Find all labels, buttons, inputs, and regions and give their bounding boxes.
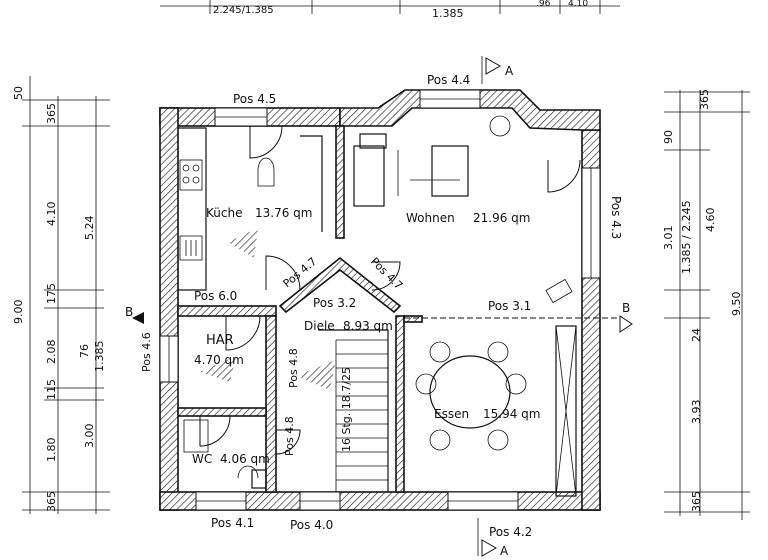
pos-label-60: Pos 6.0: [194, 289, 237, 303]
right-dim-inner-2: 3.01: [662, 226, 675, 251]
left-dim-mid-0: 5.24: [83, 216, 96, 241]
room-diele-area: 8.93 qm: [343, 319, 393, 333]
pos-label-46: Pos 4.6: [140, 332, 153, 372]
doors: [199, 125, 581, 455]
top-dim-1: 1.385: [432, 7, 464, 20]
left-dim-mid-2: 1.385: [93, 341, 106, 373]
interior-walls: [177, 125, 423, 493]
room-wohnen-area: 21.96 qm: [473, 211, 530, 225]
room-kueche-area: 13.76 qm: [255, 206, 312, 220]
room-har-area: 4.70 qm: [194, 353, 244, 367]
left-dim-outer-7: 365: [45, 491, 58, 512]
right-dimensions: 365 90 3.01 24 3.93 365 1.385 / 2.245 4.…: [662, 89, 750, 520]
left-dim-outer-0: 50: [12, 86, 25, 100]
har-hatch: [200, 356, 236, 382]
pos-label-48a: Pos 4.8: [287, 348, 300, 388]
left-dim-mid-1: 76: [78, 344, 91, 358]
room-wc-area: 4.06 qm: [220, 452, 270, 466]
pos-label-45: Pos 4.5: [233, 92, 276, 106]
left-dim-outer-1: 365: [45, 103, 58, 124]
right-dim-total: 9.50: [730, 292, 743, 317]
room-essen-name: Essen: [434, 407, 469, 421]
section-line-b: [132, 312, 633, 333]
right-dim-mid-0: 1.385 / 2.245: [680, 200, 693, 274]
left-dim-outer-4: 2.08: [45, 340, 58, 365]
staircase: [318, 329, 389, 492]
top-dim-2: .96: [536, 0, 551, 9]
left-dim-mid-3: 3.00: [83, 424, 96, 449]
left-dim-outer-5: 115: [45, 379, 58, 400]
section-a-top: A: [505, 64, 514, 78]
stairs-label: 16 Stg. 18.7/25: [340, 367, 353, 452]
dining-table: [415, 325, 577, 497]
left-dim-total: 9.00: [12, 300, 25, 325]
left-dim-outer-6: 1.80: [45, 438, 58, 463]
pos-label-40: Pos 4.0: [290, 518, 333, 532]
top-dimension-line: 2.245/1.385 1.385 .96 4.10: [160, 0, 620, 20]
section-b-left: B: [125, 305, 133, 319]
room-kueche-name: Küche: [206, 206, 242, 220]
pos-label-31: Pos 3.1: [488, 299, 531, 313]
room-essen-area: 15.94 qm: [483, 407, 540, 421]
left-dimensions: 50 365 4.10 175 2.08 115 1.80 365 5.24 7…: [12, 76, 110, 514]
right-dim-inner-5: 365: [690, 491, 703, 512]
left-dim-outer-2: 4.10: [45, 202, 58, 227]
pos-label-43: Pos 4.3: [609, 196, 623, 239]
right-dim-inner-4: 3.93: [690, 400, 703, 425]
kitchen-counter: [178, 127, 323, 291]
right-dim-mid-1: 4.60: [704, 208, 717, 233]
right-dim-inner-3: 24: [690, 328, 703, 342]
diele-hatch: [296, 360, 336, 390]
right-dim-inner-1: 90: [662, 130, 675, 144]
room-har-name: HAR: [206, 333, 234, 348]
pos-label-44: Pos 4.4: [427, 73, 470, 87]
room-wc-name: WC: [192, 452, 212, 466]
pos-label-41: Pos 4.1: [211, 516, 254, 530]
left-dim-outer-3: 175: [45, 283, 58, 304]
top-dim-3: 4.10: [568, 0, 588, 9]
pos-label-32: Pos 3.2: [313, 296, 356, 310]
windows: [159, 89, 601, 511]
section-markers-a: [477, 56, 502, 557]
section-b-right: B: [622, 301, 630, 315]
section-a-bottom: A: [500, 544, 509, 558]
pos-label-48b: Pos 4.8: [283, 416, 296, 456]
living-furniture: [353, 115, 573, 304]
pos-label-42: Pos 4.2: [489, 525, 532, 539]
wc-fittings: [183, 419, 267, 489]
right-dim-inner-0: 365: [698, 89, 711, 110]
top-dim-0: 2.245/1.385: [213, 5, 274, 16]
room-wohnen-name: Wohnen: [406, 211, 455, 225]
room-diele-name: Diele: [304, 319, 335, 333]
